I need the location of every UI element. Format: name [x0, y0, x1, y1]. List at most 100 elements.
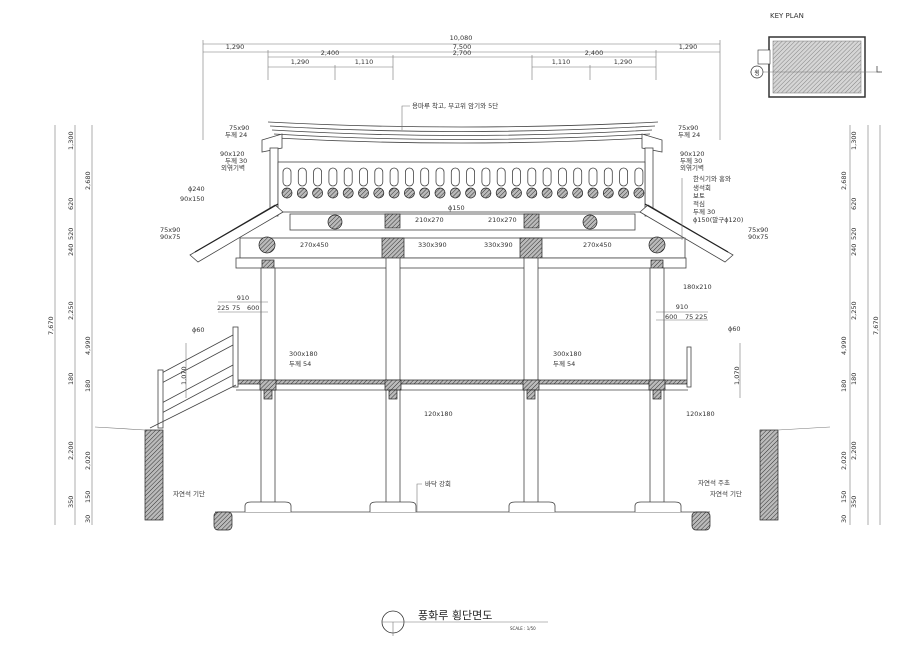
- side-dimension-label: 240: [67, 244, 75, 256]
- round-rafter: [373, 187, 385, 199]
- label-phi150: ϕ150: [448, 204, 465, 212]
- rafter-end: [420, 167, 430, 187]
- side-dimension-label: 2,680: [84, 171, 92, 190]
- rafter-end: [374, 167, 384, 187]
- dim-910: 910: [676, 303, 688, 311]
- key-plan-marker: 횡: [754, 69, 760, 77]
- rafter-end: [450, 167, 460, 187]
- rafter-end: [435, 167, 445, 187]
- side-dimension-label: 350: [850, 496, 858, 508]
- title-text: 풍화루 횡단면도: [418, 609, 492, 622]
- round-rafter: [541, 187, 553, 199]
- drawing-title: 풍화루 횡단면도 SCALE : 1/50: [381, 609, 548, 636]
- rafter-end: [466, 167, 476, 187]
- round-rafter: [587, 187, 599, 199]
- label-platform-right: 자연석 기단: [710, 489, 742, 498]
- dim-row4: 1,290: [291, 58, 310, 66]
- round-rafter: [449, 187, 461, 199]
- side-dimension-label: 180: [84, 380, 92, 392]
- dim-row2: 1,290: [226, 43, 245, 51]
- layer-label: ϕ150(말구ϕ120): [693, 216, 743, 224]
- dim-225: 225: [217, 304, 229, 312]
- rafter-end: [573, 167, 583, 187]
- side-dimension-label: 240: [850, 244, 858, 256]
- side-dimensions: 7,670 7,670 1,3006205202402,2501802,2003…: [47, 125, 881, 525]
- side-dimension-label: 620: [67, 198, 75, 210]
- ground: [94, 426, 831, 531]
- round-rafter: [404, 187, 415, 199]
- side-dimension-label: 2,680: [840, 171, 848, 190]
- rafter-end: [496, 167, 506, 187]
- side-dimension-label: 30: [84, 515, 92, 523]
- label-right-d: 두께 30: [680, 157, 702, 165]
- dim-row3: 2,400: [321, 49, 340, 57]
- round-rafter: [327, 187, 339, 199]
- side-dimension-label: 150: [84, 491, 92, 503]
- label-right-a: 75x90: [678, 124, 698, 132]
- round-rafter: [281, 187, 293, 199]
- dim-910: 910: [237, 294, 249, 302]
- label-beam-lower: 330x390: [418, 241, 447, 249]
- label-span: 270x450: [300, 241, 329, 249]
- label-rail: ϕ60: [728, 325, 741, 333]
- dim-row4: 1,290: [614, 58, 633, 66]
- dim-row2: 1,290: [679, 43, 698, 51]
- dim-rail-height: 1,070: [180, 366, 188, 385]
- rafter-end: [343, 167, 353, 187]
- ridge-note: 용마루 착고, 부고위 암기와 5단: [412, 101, 498, 110]
- rafter-end: [404, 167, 414, 187]
- round-rafter: [511, 187, 522, 199]
- label-thickness: 두께 54: [553, 360, 575, 368]
- layer-label: 생석회: [693, 183, 711, 192]
- round-rafter: [419, 187, 431, 199]
- rafter-end: [527, 167, 537, 187]
- label-beam-upper: 210x270: [488, 216, 517, 224]
- rafter-end: [542, 167, 552, 187]
- rafter-end: [619, 167, 628, 187]
- layer-label: 적심: [693, 199, 705, 208]
- floor-annotations: 910 225 75 600 ϕ60 1,070 300x180 두께 54 1…: [180, 294, 741, 418]
- round-rafter: [296, 187, 308, 199]
- label-right-e: 외엮기벽: [680, 163, 704, 172]
- label-right-c: 90x120: [680, 150, 705, 158]
- label-platform-left: 자연석 기단: [173, 489, 205, 498]
- dim-225: 225: [695, 313, 707, 321]
- rafter-end: [603, 167, 613, 187]
- key-plan-title: KEY PLAN: [770, 12, 804, 20]
- dim-75: 75: [685, 313, 693, 321]
- label-beam: 300x180: [553, 350, 582, 358]
- label-left-e: 외엮기벽: [221, 163, 245, 172]
- dim-total-height: 7,670: [872, 316, 880, 335]
- side-dimension-label: 180: [67, 373, 75, 385]
- side-dimension-label: 620: [850, 198, 858, 210]
- round-rafter: [526, 187, 538, 199]
- label-left-f: ϕ240: [188, 185, 205, 193]
- top-dimensions: 10,080 1,290 7,500 1,290 2,400 2,700 2,4…: [202, 34, 721, 140]
- rafter-end: [389, 167, 399, 187]
- rafter-end: [313, 167, 323, 187]
- label-left-a: 75x90: [229, 124, 249, 132]
- label-right-h: 75x90: [748, 226, 768, 234]
- label-left-g: 90x150: [180, 195, 205, 203]
- scale-text: SCALE : 1/50: [510, 626, 536, 631]
- round-rafter: [465, 187, 476, 199]
- side-dimension-label: 2,020: [84, 451, 92, 470]
- dim-600: 600: [247, 304, 259, 312]
- round-rafter: [342, 187, 354, 199]
- rafter-end: [282, 167, 292, 187]
- dim-600: 600: [665, 313, 677, 321]
- dim-total-height: 7,670: [47, 316, 55, 335]
- side-dimension-label: 520: [850, 228, 858, 240]
- label-floor: 바닥 강회: [425, 479, 451, 488]
- side-dimension-label: 520: [67, 228, 75, 240]
- dim-total-width: 10,080: [450, 34, 473, 42]
- layer-label: 한식기와 홍와: [693, 174, 731, 183]
- layer-label: 두께 30: [693, 208, 715, 216]
- label-beam-lower: 330x390: [484, 241, 513, 249]
- label-left-h: 75x90: [160, 226, 180, 234]
- label-rail: ϕ60: [192, 326, 205, 334]
- round-rafter: [572, 187, 584, 199]
- side-dimension-label: 1,300: [850, 131, 858, 150]
- label-left-c: 90x120: [220, 150, 245, 158]
- rafter-end: [558, 167, 567, 187]
